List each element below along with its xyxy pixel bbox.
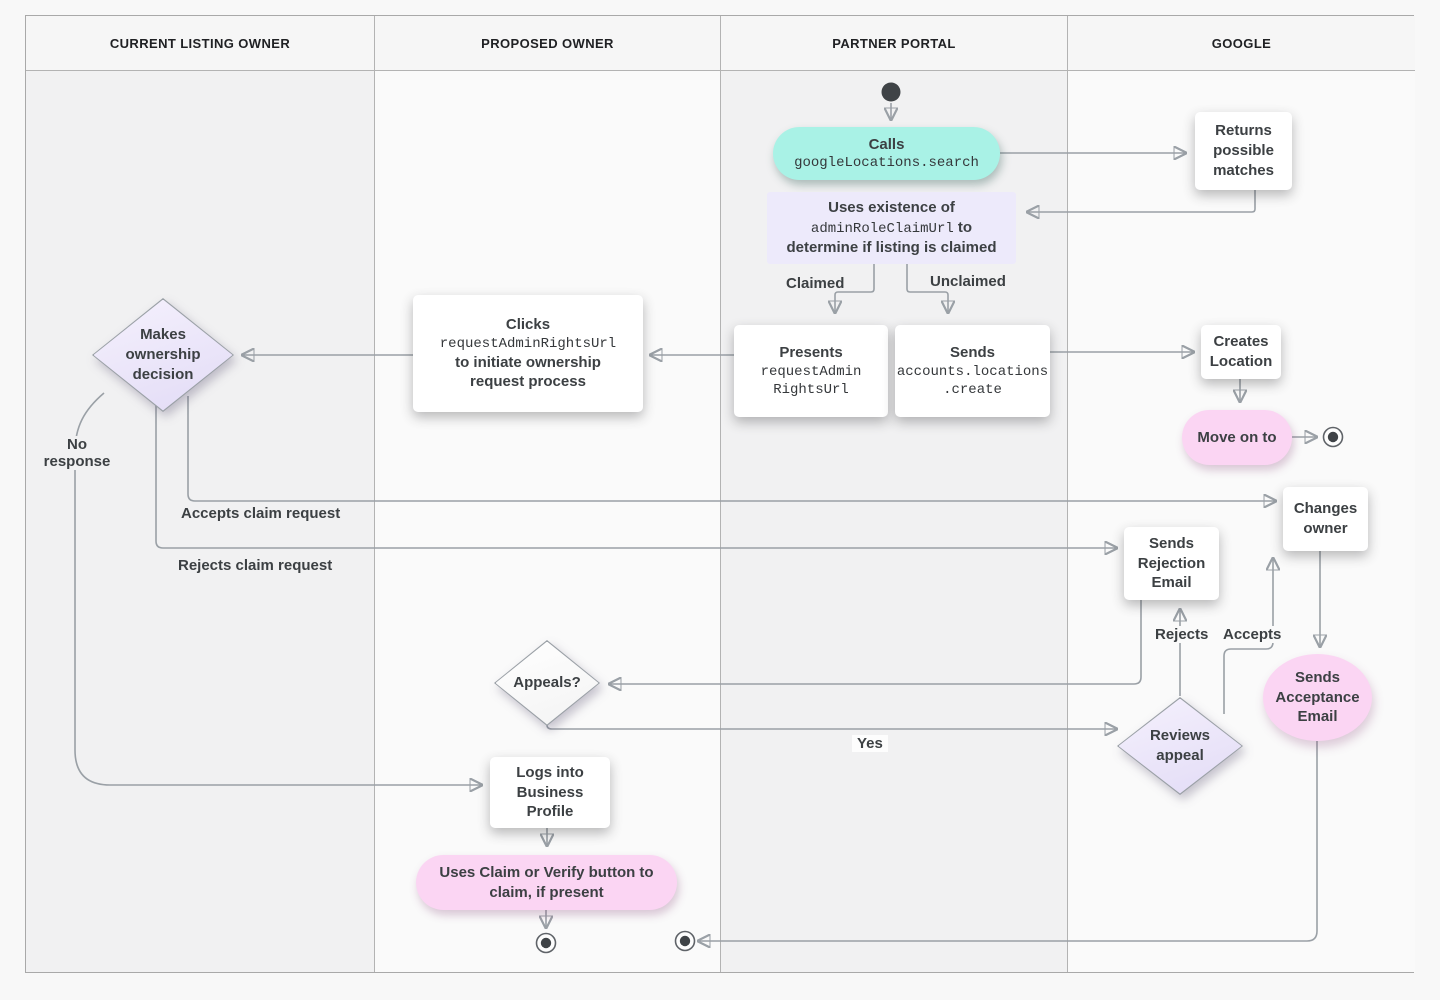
node-uses-existence-adminroleclaimurl: Uses existence of adminRoleClaimUrl to d… (767, 192, 1016, 264)
node-makes-ownership-decision: Makes ownership decision (92, 298, 234, 412)
edge-label-rejects: Rejects (1152, 626, 1212, 643)
lane-title: GOOGLE (1211, 35, 1272, 51)
lane-title: PARTNER PORTAL (832, 35, 956, 51)
end-node-partner-portal (674, 930, 696, 952)
node-clicks-requestadminrightsurl: Clicks requestAdminRightsUrl to initiate… (413, 295, 643, 412)
lane-body-current-listing-owner (26, 71, 374, 972)
edge-label-accepts-claim-request: Accepts claim request (181, 505, 341, 522)
node-sends-acceptance-email: Sends Acceptance Email (1263, 654, 1372, 741)
node-presents-requestadminrightsurl: Presents requestAdmin RightsUrl (734, 325, 888, 417)
node-reviews-appeal: Reviews appeal (1117, 697, 1243, 795)
node-sends-rejection-email: Sends Rejection Email (1124, 527, 1219, 600)
lane-header-google: GOOGLE (1068, 16, 1415, 71)
lane-title: CURRENT LISTING OWNER (109, 35, 291, 51)
edge-appeals-yes-to-reviews (546, 725, 1116, 729)
edge-no-response-to-logs-in (74, 392, 481, 785)
node-uses-claim-or-verify-button: Uses Claim or Verify button to claim, if… (416, 855, 677, 910)
edge-label-claimed: Claimed (786, 275, 845, 292)
node-changes-owner: Changes owner (1283, 487, 1368, 551)
node-creates-location: Creates Location (1201, 325, 1281, 379)
lane-title: PROPOSED OWNER (481, 35, 614, 51)
node-move-on-to: Move on to (1182, 410, 1292, 465)
node-logs-into-business-profile: Logs into Business Profile (490, 757, 610, 828)
edge-returns-to-uses (1028, 190, 1256, 212)
edge-rejects-claim-to-rejection-email (155, 402, 1116, 548)
node-sends-accounts-locations-create: Sends accounts.locations .create (895, 325, 1050, 417)
lane-header-current-listing-owner: CURRENT LISTING OWNER (26, 16, 374, 71)
lane-header-proposed-owner: PROPOSED OWNER (375, 16, 720, 71)
edge-rejection-email-to-appeals (610, 600, 1142, 684)
edge-label-no-response: No response (38, 436, 116, 470)
edge-label-rejects-claim-request: Rejects claim request (178, 557, 333, 574)
edge-uses-claimed-to-presents (835, 264, 875, 312)
start-node (881, 82, 901, 102)
lane-header-partner-portal: PARTNER PORTAL (721, 16, 1067, 71)
lane-current-listing-owner: CURRENT LISTING OWNER (26, 16, 375, 972)
node-appeals-decision: Appeals? (494, 640, 600, 726)
node-calls-googlelocations-search: Calls googleLocations.search (773, 127, 1000, 180)
edge-label-yes: Yes (852, 735, 888, 752)
edge-accepts-claim-to-changes-owner (187, 396, 1275, 501)
end-node-proposed-owner (535, 932, 557, 954)
edge-uses-unclaimed-to-sends (906, 264, 948, 312)
end-node-after-moveon (1322, 426, 1344, 448)
edge-label-accepts: Accepts (1220, 626, 1285, 643)
node-returns-possible-matches: Returns possible matches (1195, 112, 1292, 190)
edge-label-unclaimed: Unclaimed (930, 273, 1006, 290)
edge-acceptance-email-to-end (699, 741, 1318, 941)
edge-reviews-accepts-to-changes-owner (1223, 559, 1273, 714)
